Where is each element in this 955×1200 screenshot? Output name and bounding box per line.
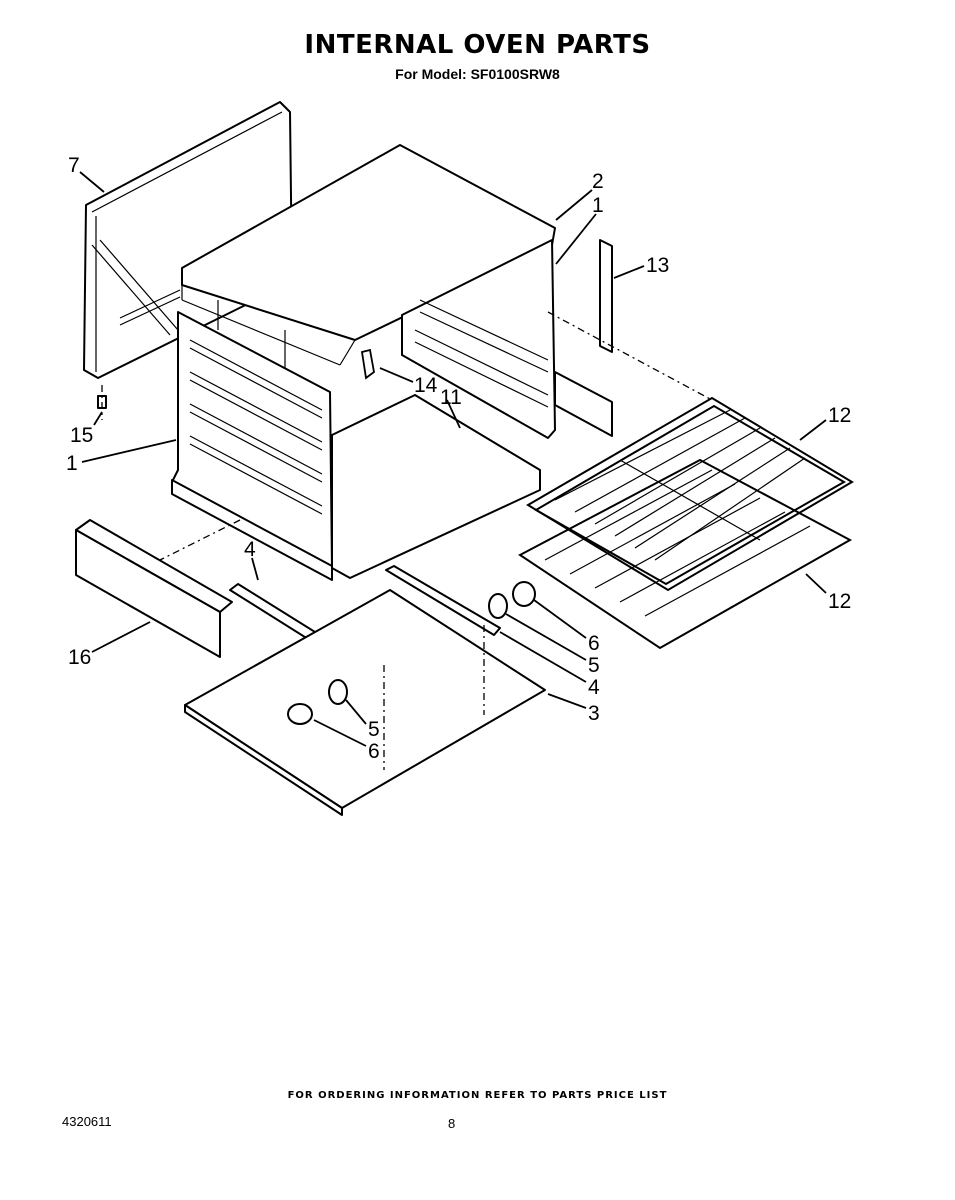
part-13-bracket xyxy=(599,239,613,353)
callout-11: 11 xyxy=(440,386,462,409)
callout-5-right: 5 xyxy=(588,654,600,677)
part-14-clip xyxy=(360,348,375,380)
page-number: 8 xyxy=(448,1116,456,1131)
callout-1-left: 1 xyxy=(66,452,78,475)
part-6-knob-left xyxy=(287,703,313,725)
callout-16: 16 xyxy=(68,646,91,669)
callout-5-left: 5 xyxy=(368,718,380,741)
callout-13: 13 xyxy=(646,254,669,277)
model-subtitle: For Model: SF0100SRW8 xyxy=(395,66,560,82)
page-title: INTERNAL OVEN PARTS xyxy=(304,30,651,60)
part-3-bottom-tray xyxy=(184,589,546,816)
part-1-right-side-panel xyxy=(401,239,613,439)
callout-12-upper: 12 xyxy=(828,404,851,427)
callout-1-top: 1 xyxy=(592,194,604,217)
part-12-rack-lower xyxy=(518,458,853,650)
callout-14: 14 xyxy=(414,374,438,397)
part-1-left-side-panel xyxy=(171,311,333,581)
document-number: 4320611 xyxy=(62,1114,112,1129)
callout-4-left: 4 xyxy=(244,538,256,561)
callout-6-right: 6 xyxy=(588,632,600,655)
ordering-note: FOR ORDERING INFORMATION REFER TO PARTS … xyxy=(287,1090,668,1101)
part-11-oven-floor xyxy=(331,394,541,579)
callout-7: 7 xyxy=(68,154,80,177)
part-5-roller-right xyxy=(488,593,508,619)
callout-6-left: 6 xyxy=(368,740,380,763)
part-12-rack-upper xyxy=(526,396,854,592)
callout-2: 2 xyxy=(592,170,604,193)
callout-4-right: 4 xyxy=(588,676,600,699)
part-4-rail-right xyxy=(385,565,501,636)
part-5-roller-left xyxy=(328,679,348,705)
part-6-knob-right xyxy=(512,581,536,607)
callout-3: 3 xyxy=(588,702,600,725)
part-16-front-trim xyxy=(75,519,233,658)
callout-15: 15 xyxy=(70,424,93,447)
callout-12-lower: 12 xyxy=(828,590,851,613)
